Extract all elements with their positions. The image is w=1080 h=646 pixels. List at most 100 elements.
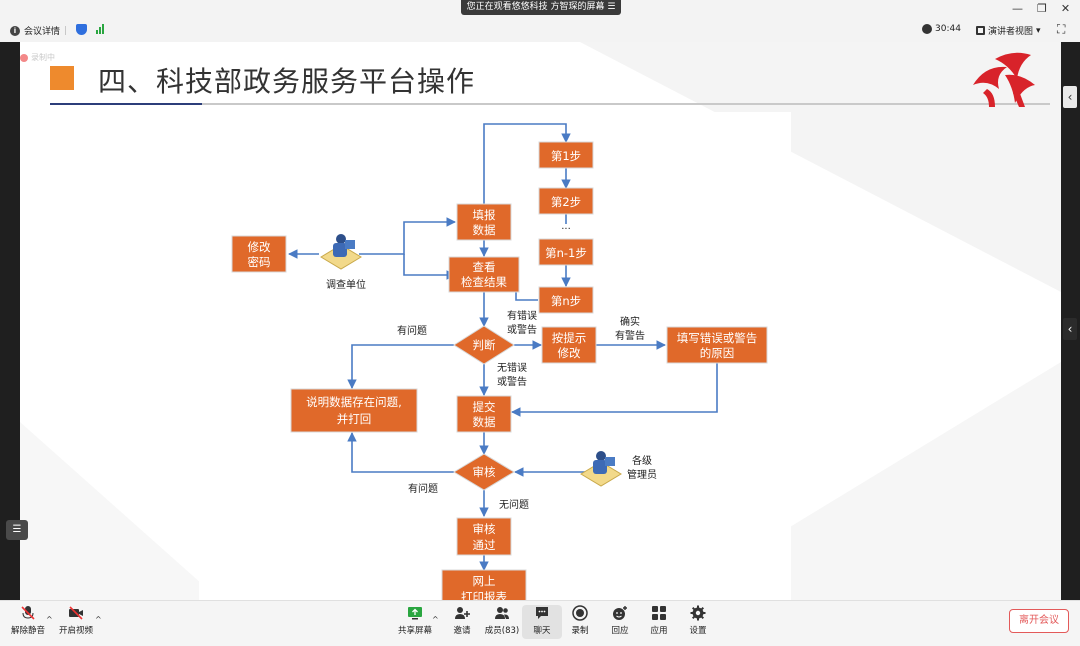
steps-ellipsis: ... [561,221,571,232]
node-step-1-label: 第1步 [551,149,581,163]
share-screen-label: 共享屏幕 [397,626,432,636]
invite-button[interactable]: 邀请 [442,605,482,636]
record-button[interactable]: 录制 [560,605,600,636]
node-explain-line2: 并打回 [337,412,372,426]
leave-meeting-button[interactable]: 离开会议 [1009,609,1069,633]
edge-label-no-error-1: 无错误 [497,361,527,374]
network-signal-icon[interactable] [96,24,104,34]
unmute-label: 解除静音 [10,626,45,636]
timer-text: 30:44 [935,24,961,34]
mic-muted-icon [21,606,35,620]
members-icon [495,607,509,619]
node-step-n-1-label: 第n-1步 [545,246,587,260]
window-top-bar: 您正在观看悠悠科技 方智琛的屏幕 ☰ — ❐ ✕ i 会议详情 | 30:44 … [0,0,1080,42]
node-submit-data: 提交 数据 [456,395,512,433]
members-button[interactable]: 成员(83) [482,605,522,636]
node-explain-line1: 说明数据存在问题, [306,395,402,409]
node-check-result-line2: 检查结果 [461,275,507,289]
reaction-icon [613,606,627,620]
node-step-n-label: 第n步 [551,294,581,308]
node-passed-line1: 审核 [473,522,496,536]
node-review: 审核 [453,453,515,491]
presenter-view-button[interactable]: 演讲者视图 ▾ [976,24,1041,37]
shared-slide: 录制中 四、科技部政务服务平台操作 [20,42,1061,600]
reaction-label: 回应 [611,626,629,636]
settings-button[interactable]: 设置 [678,605,718,636]
record-icon [572,605,588,621]
window-controls: — ❐ ✕ [1012,2,1070,15]
node-judge: 判断 [453,325,515,365]
node-fill-reason: 填写错误或警告 的原因 [666,326,768,364]
survey-unit-label: 调查单位 [326,278,366,291]
edge-label-has-issue-bottom: 有问题 [408,482,438,495]
clock-icon [922,24,932,34]
flow-arrows [288,123,718,571]
node-online-print: 网上 打印报表 [441,569,527,600]
reaction-button[interactable]: 回应 [600,605,640,636]
title-underline-accent [50,103,202,105]
node-modify-by-hint: 按提示 修改 [541,326,597,364]
red-ribbon-logo [973,52,1035,107]
node-fill-data-line1: 填报 [473,208,496,222]
recording-indicator: 录制中 [20,52,55,63]
meeting-timer: 30:44 [922,24,961,34]
node-passed-line2: 通过 [473,538,496,552]
admin-label-line2: 管理员 [627,468,657,481]
invite-icon [455,607,470,619]
fullscreen-icon[interactable]: ⛶ [1057,22,1066,36]
recording-label: 录制中 [31,53,55,62]
edge-label-confirm-1: 确实 [620,315,640,328]
unmute-button[interactable]: 解除静音 [8,605,48,636]
node-fill-reason-line1: 填写错误或警告 [677,331,758,345]
node-print-line1: 网上 [473,574,496,588]
node-explain-return: 说明数据存在问题, 并打回 [290,388,418,433]
expand-panel-icon[interactable]: ‹ [1063,318,1077,340]
video-off-icon [69,606,83,620]
chat-label: 聊天 [533,626,551,636]
chevron-left-icon[interactable]: ‹ [1063,86,1077,108]
video-options-caret-icon[interactable]: ^ [95,615,102,624]
restore-button[interactable]: ❐ [1037,2,1047,15]
share-options-caret-icon[interactable]: ^ [432,615,439,624]
settings-label: 设置 [689,626,707,636]
node-fill-data: 填报 数据 [456,203,512,241]
share-screen-button[interactable]: 共享屏幕 [395,605,435,636]
share-screen-icon [408,607,422,620]
node-review-label: 审核 [473,465,496,479]
title-underline [50,103,1050,105]
node-fill-data-line2: 数据 [473,223,496,237]
edge-label-has-error-2: 或警告 [507,323,537,336]
audio-options-caret-icon[interactable]: ^ [46,615,53,624]
start-video-label: 开启视频 [58,626,93,636]
node-modify-line1: 按提示 [552,331,587,345]
screen-share-banner[interactable]: 您正在观看悠悠科技 方智琛的屏幕 ☰ [461,0,621,15]
list-toggle-icon[interactable]: ☰ [6,520,28,540]
members-label: 成员(83) [484,626,520,636]
edge-label-confirm-2: 有警告 [615,329,645,342]
node-check-result: 查看 检查结果 [448,256,520,293]
close-button[interactable]: ✕ [1060,2,1071,15]
security-shield-icon[interactable] [76,24,87,35]
recording-dot-icon [20,53,28,62]
apps-icon [652,606,666,620]
flowchart-image: 第1步 第2步 ... 第n-1步 第n步 填报 [199,112,791,600]
node-modify-line2: 修改 [558,346,581,360]
title-bullet-square [50,66,74,90]
apps-button[interactable]: 应用 [639,605,679,636]
node-print-line2: 打印报表 [461,590,507,600]
admin-person-icon [580,451,622,487]
node-change-password-line2: 密码 [248,255,271,269]
node-review-passed: 审核 通过 [456,517,512,556]
chat-icon [536,607,548,619]
minimize-button[interactable]: — [1012,2,1023,15]
meeting-toolbar: 解除静音 ^ 开启视频 ^ 共享屏幕 ^ 邀请 成员(83) 聊天 录制 [0,600,1080,646]
node-submit-line1: 提交 [473,400,496,414]
node-judge-label: 判断 [473,338,496,352]
menu-icon[interactable]: ☰ [607,2,616,12]
chat-button[interactable]: 聊天 [522,605,562,639]
presenter-view-icon [976,26,985,35]
start-video-button[interactable]: 开启视频 [56,605,96,636]
node-change-password: 修改 密码 [231,235,287,273]
settings-icon [690,605,706,621]
meeting-info-button[interactable]: i 会议详情 | [10,24,67,37]
